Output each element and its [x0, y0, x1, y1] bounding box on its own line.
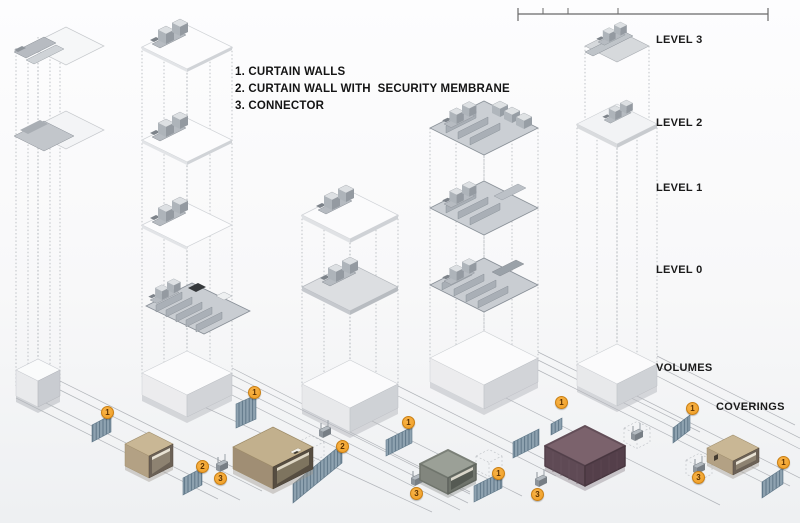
connector: [534, 468, 548, 488]
volume-2: [232, 426, 314, 494]
badge-security-membrane: 2: [336, 440, 349, 453]
curtain-wall-panel: [385, 426, 413, 457]
curtain-wall-panel: [91, 414, 112, 443]
badge-connector: 3: [410, 487, 423, 500]
level-1-label: LEVEL 1: [656, 182, 703, 194]
badge-connector: 3: [692, 471, 705, 484]
connector: [215, 453, 229, 473]
tower-2-base-volume: [141, 350, 233, 423]
volume-1: [124, 431, 174, 482]
volume-5: [706, 434, 760, 479]
level3-plate: [141, 18, 233, 72]
badge-curtain-wall: 1: [101, 406, 114, 419]
level2-plate: [576, 99, 658, 148]
badge-connector: 3: [531, 488, 544, 501]
tower-1-base-volume: [15, 358, 61, 413]
scale-bar: [517, 8, 769, 21]
tower-3-base-volume: [301, 359, 399, 438]
badge-curtain-wall: 1: [777, 456, 790, 469]
level2-plate: [141, 111, 233, 165]
tower-1: [13, 26, 105, 413]
level-3-label: LEVEL 3: [656, 34, 703, 46]
curtain-wall-panel: [550, 417, 563, 436]
tower-2: [141, 18, 251, 423]
legend-item-connector: 3. CONNECTOR: [235, 100, 325, 112]
level1-plate: [141, 196, 233, 250]
tower-4-base-volume: [429, 330, 539, 415]
volume-3: [419, 449, 477, 498]
legend-item-curtain-walls: 1. CURTAIN WALLS: [235, 66, 346, 78]
curtain-wall-panel: [761, 467, 784, 499]
tower-5: [576, 21, 658, 412]
level1-plate: [301, 184, 399, 243]
badge-curtain-wall: 1: [555, 396, 568, 409]
level0-plate: [301, 256, 399, 315]
level3-plate: [584, 21, 650, 63]
badge-curtain-wall: 1: [492, 467, 505, 480]
tower-3: [301, 184, 399, 438]
legend-item-security-membrane: 2. CURTAIN WALL WITH SECURITY MEMBRANE: [235, 83, 510, 95]
badge-curtain-wall: 1: [686, 402, 699, 415]
badge-curtain-wall: 1: [248, 386, 261, 399]
level-0-label: LEVEL 0: [656, 264, 703, 276]
curtain-wall-panel: [672, 414, 691, 444]
connector: [630, 422, 644, 442]
curtain-wall-panel: [235, 394, 257, 429]
coverings-label: COVERINGS: [716, 401, 785, 413]
level2-floorplan: [429, 100, 539, 156]
tower-5-base-volume: [576, 343, 658, 412]
level0-floorplan: [429, 257, 539, 313]
tower-4: [429, 100, 539, 415]
level-2-label: LEVEL 2: [656, 117, 703, 129]
curtain-wall-panel: [182, 467, 203, 496]
volume-4: [544, 425, 626, 491]
badge-security-membrane: 2: [196, 460, 209, 473]
level1-floorplan: [429, 180, 539, 236]
security-membrane-panel: [512, 428, 540, 459]
badge-connector: 3: [214, 472, 227, 485]
security-membrane-panel: [292, 443, 343, 504]
badge-curtain-wall: 1: [402, 416, 415, 429]
volumes-label: VOLUMES: [656, 362, 713, 374]
level0-floorplan: [145, 278, 251, 335]
